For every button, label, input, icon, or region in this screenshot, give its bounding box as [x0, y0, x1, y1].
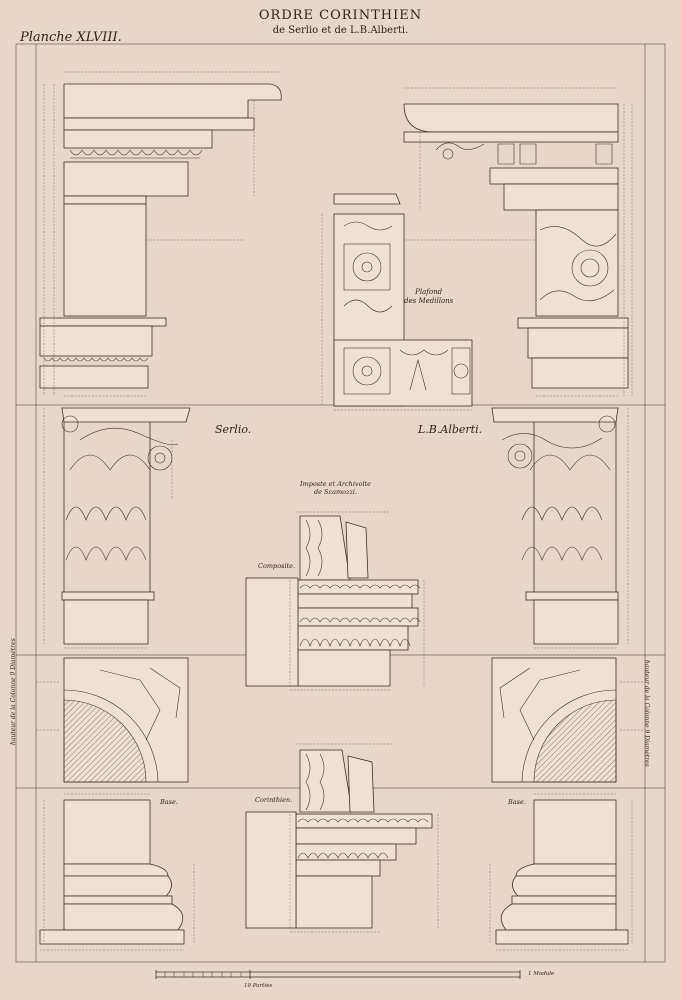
alberti-base-plan	[491, 657, 645, 783]
label-imposte: Imposte et Archivolte de Scamozzi.	[300, 480, 372, 496]
plate-subtitle: de Serlio et de L.B.Alberti.	[272, 25, 409, 36]
label-scale-parties: 10 Parties	[244, 983, 273, 989]
label-plafond: Plafond des Medillons	[404, 288, 454, 305]
plate-frame	[15, 43, 666, 963]
label-corinthien: Corinthien.	[255, 796, 293, 804]
label-base-right: Base.	[508, 798, 526, 806]
soffit-plan	[321, 193, 473, 411]
label-scale-module: 1 Module	[528, 971, 555, 977]
alberti-capital	[491, 407, 629, 649]
serlio-entablature	[39, 71, 282, 397]
label-composite: Composite.	[258, 562, 296, 570]
label-base-left: Base.	[160, 798, 178, 806]
label-serlio: Serlio.	[215, 423, 252, 436]
serlio-base	[39, 793, 195, 951]
serlio-base-plan	[36, 657, 189, 783]
composite-impost	[245, 511, 425, 691]
alberti-base	[489, 793, 633, 951]
serlio-capital	[43, 407, 191, 649]
plate-title: ORDRE CORINTHIEN	[258, 8, 423, 23]
label-column-height-right: hauteur de la Colonne 9 Diamètres	[643, 660, 650, 767]
label-alberti: L.B.Alberti.	[418, 423, 483, 436]
label-column-height-left: hauteur de la Colonne 9 Diamètres	[10, 638, 17, 745]
plate-number: Planche XLVIII.	[20, 30, 122, 45]
alberti-entablature	[400, 87, 633, 397]
scale-bar	[155, 970, 521, 979]
corinthian-impost	[245, 743, 439, 933]
